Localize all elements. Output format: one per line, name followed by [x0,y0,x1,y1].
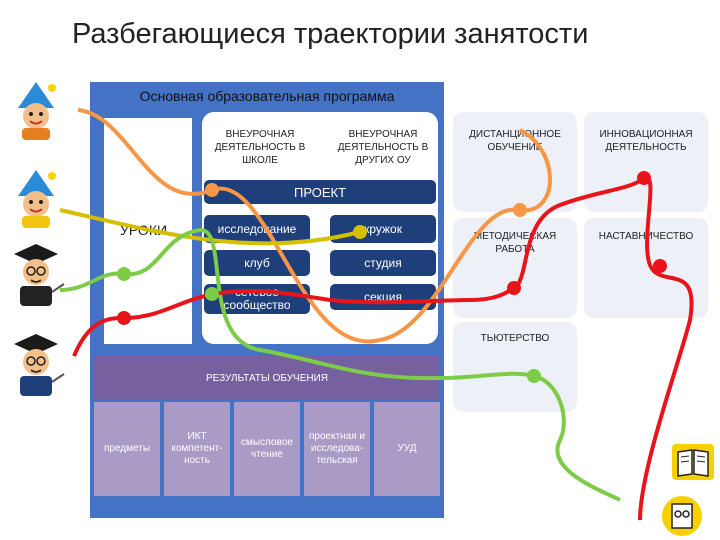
trajectory-node [205,183,219,197]
school-extracurricular-caption: ВНЕУРОЧНАЯ ДЕЯТЕЛЬНОСТЬ В ШКОЛЕ [214,129,306,166]
distance-learning-card [453,112,577,212]
learning-results-label: РЕЗУЛЬТАТЫ ОБУЧЕНИЯ [205,373,329,384]
methodical-work-label: МЕТОДИЧЕСКАЯ РАБОТА [473,231,557,255]
innovation-label: ИННОВАЦИОННАЯ ДЕЯТЕЛЬНОСТЬ [599,129,693,153]
trajectory-node [353,225,367,239]
cartoon-teacher-icon [4,330,68,400]
studio-item: студия [330,250,436,276]
trajectory-node [205,287,219,301]
page-title: Разбегающиеся траектории занятости [72,18,589,50]
trajectory-red [72,175,694,521]
section-item: секция [330,284,436,310]
other-institutions-caption: ВНЕУРОЧНАЯ ДЕЯТЕЛЬНОСТЬ В ДРУГИХ ОУ [337,129,429,166]
result-uud: УУД [374,402,440,496]
research-item: исследование [204,215,310,243]
trajectory-orange [77,108,552,344]
result-project-research: проектная и исследова-тельская [304,402,370,496]
main-program-label: Основная образовательная программа [139,88,395,104]
result-ict: ИКТ компетент-ность [164,402,230,496]
trajectory-green [59,227,621,502]
trajectory-node [117,311,131,325]
learning-results-bar [94,356,440,400]
trajectory-node [527,369,541,383]
cartoon-teacher-icon [4,240,68,310]
trajectory-yellow [59,208,361,246]
result-reading: смысловое чтение [234,402,300,496]
distance-learning-label: ДИСТАНЦИОННОЕ ОБУЧЕНИЕ [469,129,561,153]
result-subjects: предметы [94,402,160,496]
book-icon [670,440,716,484]
club-circle-item: кружок [330,215,436,243]
cartoon-student-icon [4,166,68,232]
club-item: клуб [204,250,310,276]
trajectory-node [637,171,651,185]
trajectory-node [513,203,527,217]
trajectory-node [117,267,131,281]
trajectory-node [507,281,521,295]
trajectory-node [653,259,667,273]
document-icon [660,494,704,538]
innovation-card [584,112,708,212]
cartoon-student-icon [4,78,68,144]
tutoring-label: ТЬЮТЕРСТВО [480,333,550,344]
